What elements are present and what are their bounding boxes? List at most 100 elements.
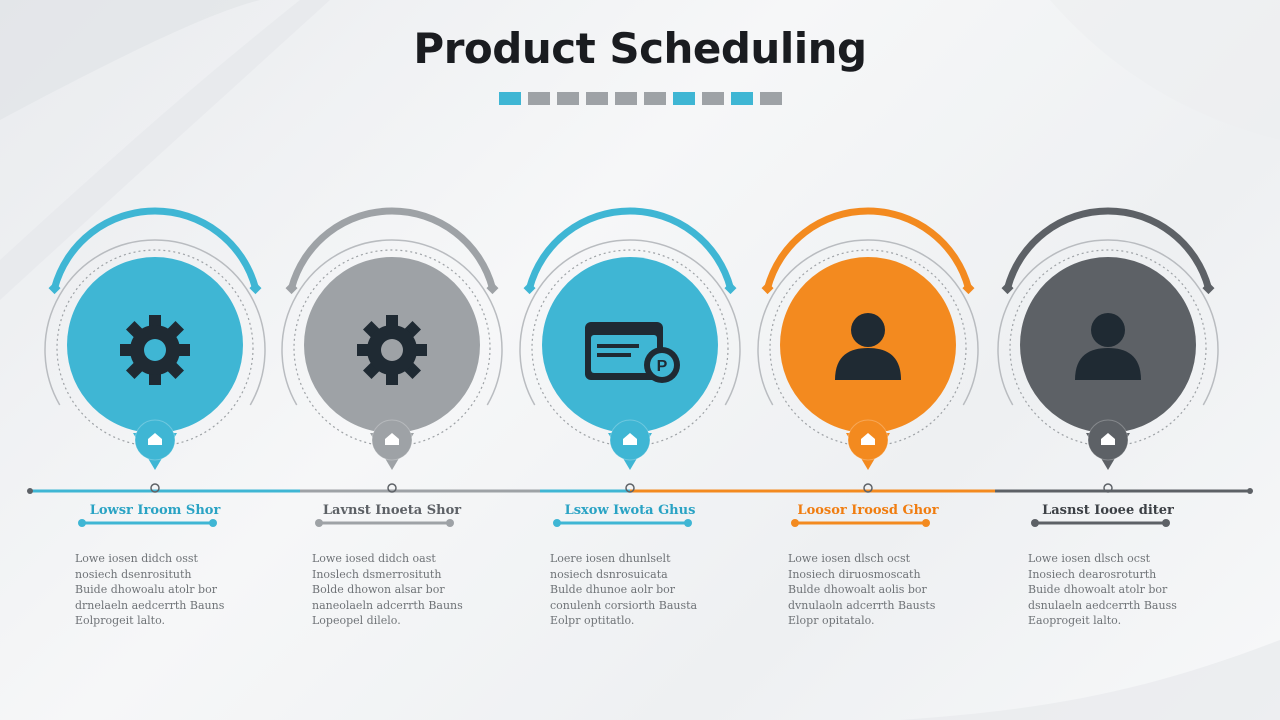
step-ring-dotted (293, 249, 491, 447)
payment-card-icon: P (585, 322, 680, 383)
step-description-line: conulenh corsiorth Bausta (550, 598, 698, 612)
step-underline-dot (553, 519, 561, 527)
home-icon (861, 433, 875, 445)
timeline-start-dot (27, 488, 33, 494)
step-arc (288, 207, 496, 292)
step-ring-outer (44, 239, 266, 406)
page-title: Product Scheduling (413, 24, 867, 73)
timeline-marker (1103, 483, 1113, 493)
step-description-line: nosiech dsenrosituth (75, 567, 192, 581)
title-dot (673, 92, 695, 105)
step-underline-dot (1031, 519, 1039, 527)
step-underline-dot (209, 519, 217, 527)
step-description-line: naneolaeln adcerrth Bauns (312, 598, 463, 612)
step-heading: Loosor Iroosd Ghor (797, 503, 939, 518)
timeline-end-dot (1247, 488, 1253, 494)
step-ring-outer (519, 239, 741, 406)
step-description-line: Eaoprogeit lalto. (1028, 614, 1122, 627)
step-description-line: Inosiech dearosroturth (1028, 567, 1157, 581)
step-underline-dot (1162, 519, 1170, 527)
step-arc-marker (1202, 282, 1215, 295)
step-underline-dot (791, 519, 799, 527)
step-description-line: dvnulaoln adcerrth Bausts (788, 598, 936, 612)
home-icon (385, 433, 399, 445)
title-dot (586, 92, 608, 105)
step-description-line: Buide dhowoalu atolr bor (75, 583, 217, 596)
gear-icon (357, 315, 427, 385)
step-ring-dotted (56, 249, 254, 447)
step-arc (526, 207, 734, 292)
step-description: Lowe iosen didch osst nosiech dsenrositut… (75, 551, 245, 629)
step-heading: Lavnst Inoeta Shor (322, 503, 462, 518)
step-arc (764, 207, 972, 292)
step-arc-marker (761, 282, 774, 295)
step-description-line: dsnulaeln aedcerrth Bauss (1028, 598, 1177, 612)
step-underline-dot (684, 519, 692, 527)
step-description-line: drnelaeln aedcerrth Bauns (75, 598, 225, 612)
step-ring-dotted (769, 249, 967, 447)
step-ring-outer (757, 239, 979, 406)
step-arc-marker (285, 282, 298, 295)
home-icon (1101, 433, 1115, 445)
step-description-line: Eolpr optitatlo. (550, 614, 635, 627)
step-description-line: Loere iosen dhunlselt (550, 552, 671, 565)
title-dot (644, 92, 666, 105)
step-underline-dot (446, 519, 454, 527)
step-underline-dot (922, 519, 930, 527)
timeline-marker (387, 483, 397, 493)
title-dot (528, 92, 550, 105)
step-description-line: Lowe iosen didch osst (75, 552, 198, 565)
step-ring-outer (281, 239, 503, 406)
user-icon (1075, 313, 1141, 380)
step-arc (1004, 207, 1212, 292)
timeline-marker (150, 483, 160, 493)
step-arc (51, 207, 259, 292)
step-arc-marker (523, 282, 536, 295)
title-dot (557, 92, 579, 105)
gear-icon (120, 315, 190, 385)
step-description-line: Bulde dhunoe aolr bor (550, 583, 676, 596)
title-dot (702, 92, 724, 105)
step-ring-dotted (531, 249, 729, 447)
timeline-marker (863, 483, 873, 493)
svg-text:P: P (657, 358, 668, 375)
step-description-line: Eolprogeit lalto. (75, 614, 166, 627)
step-description-line: Buide dhowoalt atolr bor (1028, 583, 1168, 596)
home-icon (148, 433, 162, 445)
title-dot (760, 92, 782, 105)
step-underline-dot (78, 519, 86, 527)
step-description-line: Elopr opitatalo. (788, 614, 875, 627)
step-arc-marker (1001, 282, 1014, 295)
step-description: Loere iosen dhunlselt nosiech dsnrosuicat… (550, 551, 720, 629)
step-arc-marker (249, 282, 262, 295)
home-icon (623, 433, 637, 445)
step-arc-marker (486, 282, 499, 295)
step-heading: Lowsr Iroom Shor (89, 503, 221, 518)
step-description-line: Inosiech diruosmoscath (788, 567, 921, 581)
step-description-line: Lopeopel dilelo. (312, 614, 401, 627)
title-divider (499, 92, 782, 105)
step-description-line: Lowe iosen dlsch ocst (1028, 552, 1151, 565)
step-arc-marker (724, 282, 737, 295)
step-ring-dotted (1009, 249, 1207, 447)
title-dot (499, 92, 521, 105)
step-arc-marker (48, 282, 61, 295)
step-underline-dot (315, 519, 323, 527)
timeline-marker (625, 483, 635, 493)
step-description-line: nosiech dsnrosuicata (550, 567, 668, 581)
step-arc-marker (962, 282, 975, 295)
step-heading: Lasnst Iooee diter (1042, 503, 1174, 518)
title-dot (615, 92, 637, 105)
step-description-line: Bulde dhowoalt aolis bor (788, 583, 927, 596)
step-ring-outer (997, 239, 1219, 406)
step-description-line: Lowe iosed didch oast (312, 552, 436, 565)
title-dot (731, 92, 753, 105)
step-description-line: Bolde dhowon alsar bor (312, 583, 445, 596)
step-heading: Lsxow Iwota Ghus (564, 503, 696, 518)
step-description-line: Inoslech dsmerrosituth (312, 567, 442, 581)
user-icon (835, 313, 901, 380)
